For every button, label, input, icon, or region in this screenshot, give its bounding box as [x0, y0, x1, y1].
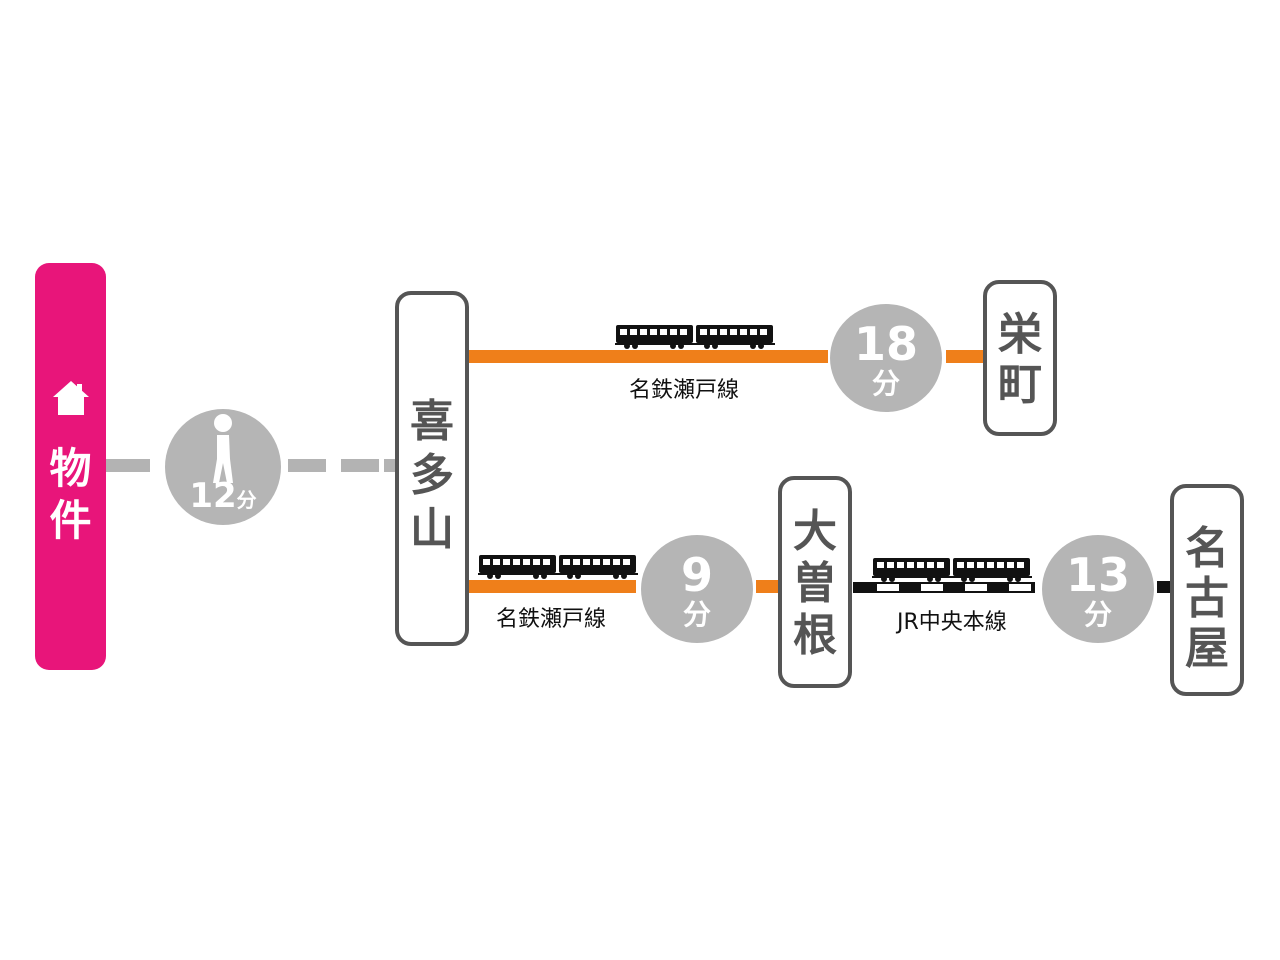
walk-line-segment [288, 459, 326, 472]
walk-minutes: 12 [189, 476, 237, 516]
house-icon [53, 381, 89, 415]
station-kitayama-label: 喜多山 [410, 396, 454, 555]
walk-line-segment [106, 459, 150, 472]
upper-minutes: 18 [853, 317, 918, 371]
upper-line-label: 名鉄瀬戸線 [629, 378, 740, 403]
jr-line-label: JR中央本線 [897, 610, 1007, 635]
jr-minutes: 13 [1065, 548, 1130, 602]
lower-line-label: 名鉄瀬戸線 [496, 607, 607, 632]
walk-line-segment [384, 459, 396, 472]
meitetsu-seto-line-lower-end [756, 580, 779, 593]
station-ozone: 大曽根 [778, 476, 852, 688]
train-icon [872, 558, 1032, 582]
station-nagoya-label: 名古屋 [1185, 523, 1229, 674]
upper-unit: 分 [871, 367, 900, 400]
lower-minutes: 9 [680, 548, 713, 602]
walking-person-icon [213, 414, 233, 483]
upper-time-circle: 18 分 [830, 304, 942, 412]
station-kitayama: 喜多山 [395, 291, 469, 646]
train-icon [615, 325, 775, 349]
walk-time-circle: 12分 [165, 409, 281, 525]
walk-line-segment [341, 459, 379, 472]
jr-unit: 分 [1083, 598, 1112, 631]
station-sakaemachi: 栄町 [983, 280, 1057, 436]
station-nagoya: 名古屋 [1170, 484, 1244, 696]
station-ozone-label: 大曽根 [793, 506, 837, 661]
meitetsu-seto-line-upper-end [946, 350, 983, 363]
meitetsu-seto-line-upper [469, 350, 828, 363]
meitetsu-seto-line-lower [469, 580, 636, 593]
jr-time-circle: 13 分 [1042, 535, 1154, 643]
station-sakaemachi-label: 栄町 [998, 309, 1042, 410]
origin-box: 物件 [35, 263, 106, 670]
train-icon [478, 555, 638, 579]
origin-label: 物件 [49, 444, 92, 545]
walk-unit: 分 [236, 488, 257, 512]
lower-time-circle: 9 分 [641, 535, 753, 643]
jr-chuo-line-end [1157, 581, 1171, 593]
lower-unit: 分 [682, 598, 711, 631]
jr-chuo-line [853, 582, 1035, 593]
